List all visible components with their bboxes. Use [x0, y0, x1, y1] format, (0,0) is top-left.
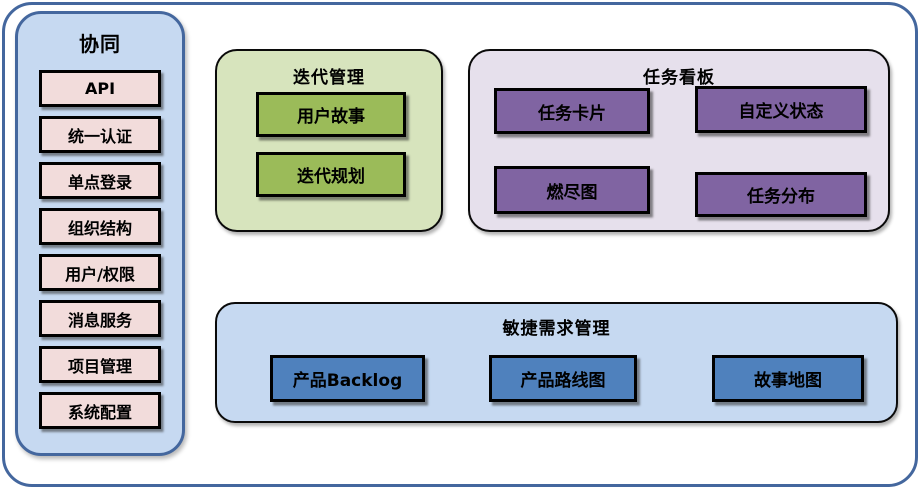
item-user-story: 用户故事 — [256, 92, 406, 137]
item-iteration-planning: 迭代规划 — [256, 152, 406, 197]
panel-iteration-management: 迭代管理 用户故事 迭代规划 — [215, 49, 443, 232]
sidebar-item-sso: 单点登录 — [39, 162, 161, 199]
panel-task-kanban: 任务看板 任务卡片 自定义状态 燃尽图 任务分布 — [468, 49, 890, 232]
sidebar-item-message-service: 消息服务 — [39, 300, 161, 337]
sidebar-item-user-permissions: 用户/权限 — [39, 254, 161, 291]
item-product-roadmap: 产品路线图 — [489, 355, 637, 402]
panel-agile-title: 敏捷需求管理 — [502, 319, 611, 339]
sidebar-item-unified-auth: 统一认证 — [39, 116, 161, 153]
item-task-card: 任务卡片 — [494, 88, 650, 134]
sidebar-item-api: API — [39, 70, 161, 107]
item-story-map: 故事地图 — [712, 355, 864, 402]
sidebar-item-system-config: 系统配置 — [39, 392, 161, 429]
sidebar-collaboration-panel: 协同 API 统一认证 单点登录 组织结构 用户/权限 消息服务 项目管理 系统… — [15, 11, 185, 456]
item-burndown-chart: 燃尽图 — [494, 166, 650, 214]
sidebar-title: 协同 — [79, 32, 121, 56]
item-task-distribution: 任务分布 — [695, 172, 867, 217]
panel-iteration-title: 迭代管理 — [293, 68, 365, 88]
item-custom-status: 自定义状态 — [695, 86, 867, 133]
panel-kanban-title: 任务看板 — [643, 68, 715, 88]
sidebar-item-org-structure: 组织结构 — [39, 208, 161, 245]
item-product-backlog: 产品Backlog — [270, 355, 425, 402]
sidebar-item-project-management: 项目管理 — [39, 346, 161, 383]
panel-agile-requirements: 敏捷需求管理 产品Backlog 产品路线图 故事地图 — [215, 302, 898, 423]
sidebar-items: API 统一认证 单点登录 组织结构 用户/权限 消息服务 项目管理 系统配置 — [39, 70, 161, 429]
